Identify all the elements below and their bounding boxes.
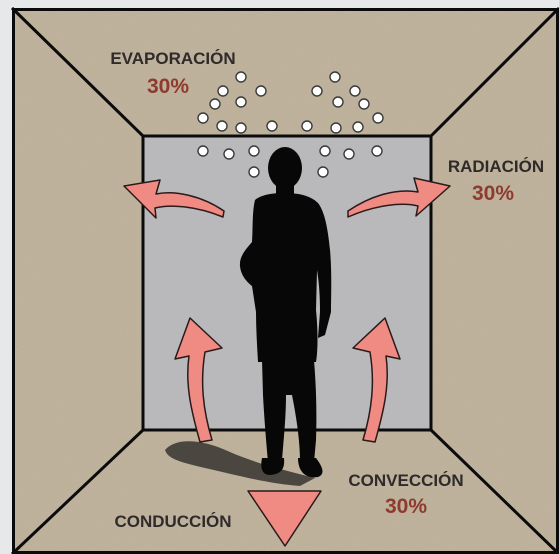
evaporation-percent: 30%	[147, 75, 189, 98]
convection-percent: 30%	[385, 495, 427, 518]
radiation-label: RADIACIÓN	[448, 157, 544, 176]
evaporation-label: EVAPORACIÓN	[110, 49, 235, 68]
convection-label: CONVECCIÓN	[348, 471, 463, 490]
radiation-percent: 30%	[472, 182, 514, 205]
conduction-label: CONDUCCIÓN	[114, 512, 231, 531]
